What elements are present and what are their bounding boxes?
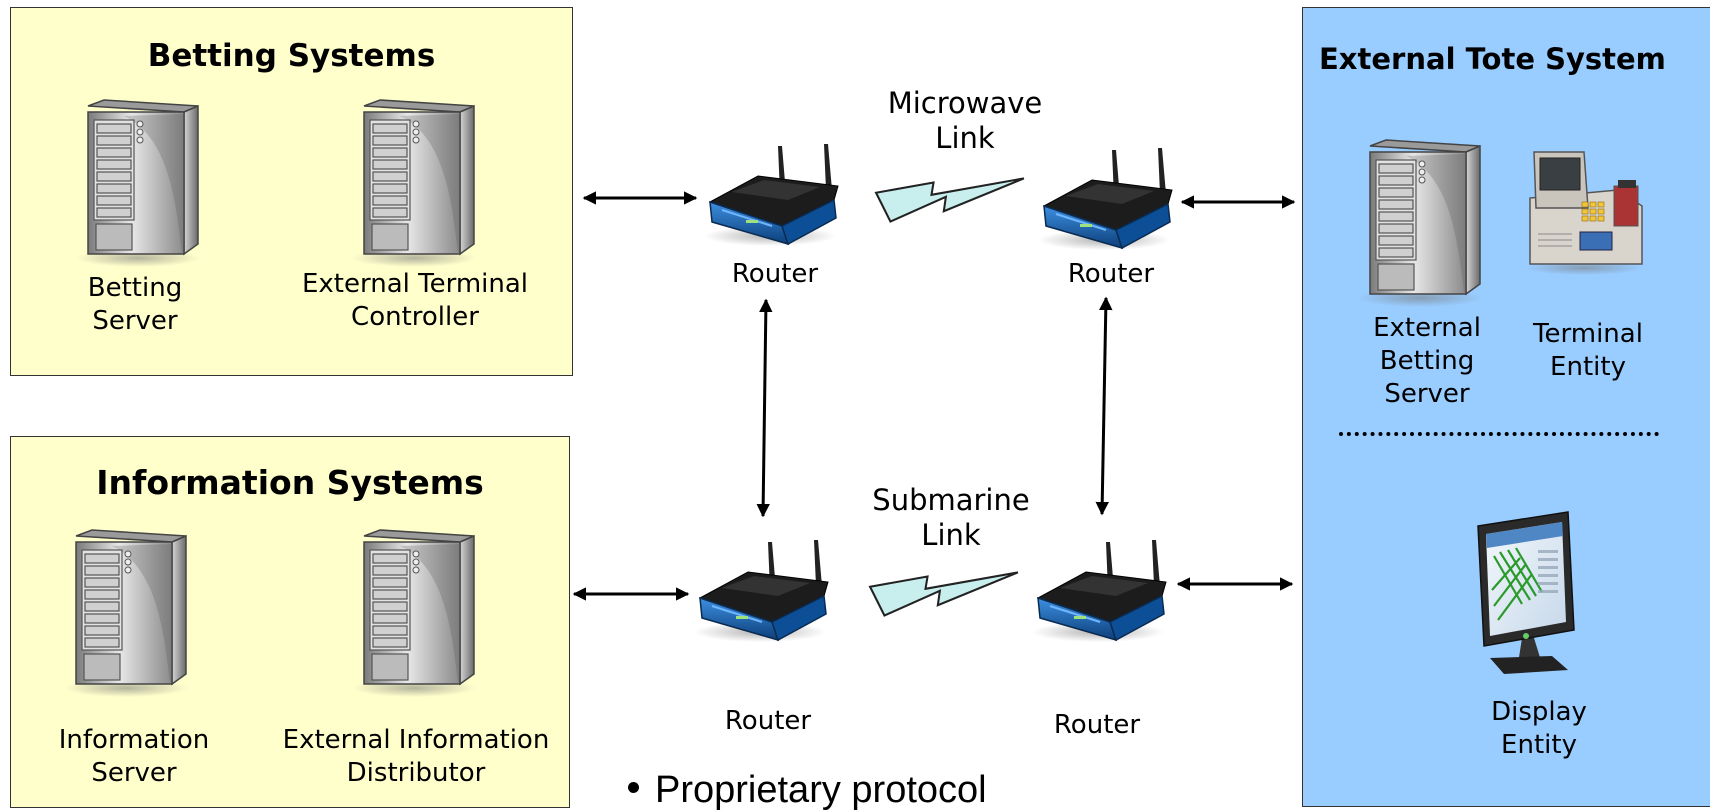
bullet-dot-icon [628,782,639,794]
external-tote-system-title: External Tote System [1319,42,1666,76]
external-terminal-controller-label: External Terminal Controller [301,269,528,332]
betting-systems-title: Betting Systems [147,38,436,74]
router-top-right-label: Router [1067,259,1155,289]
router-bottom-left-label: Router [724,706,812,736]
section-separator [1339,432,1659,436]
terminal-entity-label: Terminal Entity [1533,319,1643,382]
external-betting-server-label: External Betting Server [1373,313,1481,409]
arrow-router-right-vertical [1095,296,1113,516]
router-top-left-label: Router [731,259,819,289]
protocol-bullet-text: Proprietary protocol [655,769,987,811]
display-entity-label: Display Entity [1491,697,1587,760]
protocol-bullet: Proprietary protocol [628,769,987,812]
external-information-distributor-label: External Information Distributor [282,725,550,788]
information-systems-title: Information Systems [96,463,484,502]
microwave-link-label: Microwave Link [887,86,1043,155]
arrow-router-left-vertical [756,298,773,518]
router-bottom-right-label: Router [1053,710,1141,740]
submarine-link-label: Submarine Link [872,483,1030,552]
betting-server-label: Betting Server [87,273,183,336]
information-server-label: Information Server [58,725,210,788]
